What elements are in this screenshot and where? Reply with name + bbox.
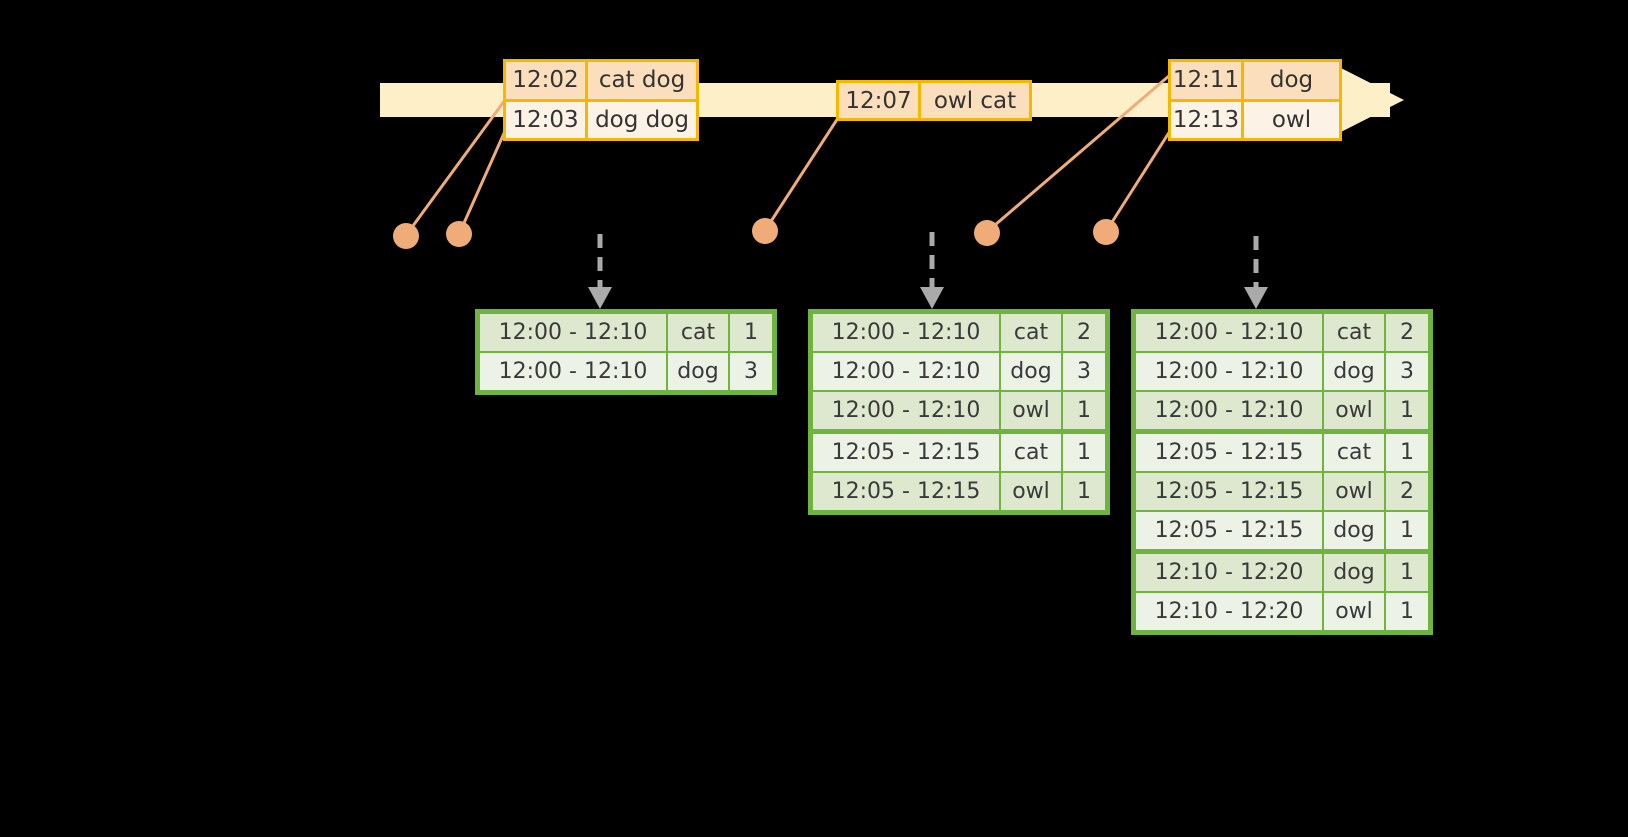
- cell-count: 1: [730, 314, 772, 351]
- record-dot: [752, 218, 778, 244]
- event-words: owl: [1244, 101, 1339, 138]
- record-dot: [1093, 219, 1119, 245]
- cell-window: 12:10 - 12:20: [1136, 593, 1322, 630]
- cell-window: 12:00 - 12:10: [1136, 353, 1322, 390]
- cell-word: dog: [1324, 512, 1384, 549]
- cell-word: dog: [668, 353, 728, 390]
- emit-arrows: [597, 232, 1259, 287]
- event-box-3[interactable]: 12:11 dog 12:13 owl: [1168, 59, 1342, 141]
- record-dot: [974, 220, 1000, 246]
- record-dot: [393, 223, 419, 249]
- cell-count: 1: [1386, 392, 1428, 429]
- cell-window: 12:00 - 12:10: [813, 314, 999, 351]
- cell-window: 12:00 - 12:10: [480, 314, 666, 351]
- cell-count: 1: [1386, 554, 1428, 591]
- event-row: 12:13 owl: [1171, 98, 1339, 138]
- cell-word: cat: [1324, 314, 1384, 351]
- window-group-separator: [812, 430, 1106, 433]
- cell-word: cat: [1324, 434, 1384, 471]
- cell-word: owl: [1001, 392, 1061, 429]
- window-group-separator: [1135, 430, 1429, 433]
- cell-count: 1: [1386, 593, 1428, 630]
- cell-window: 12:00 - 12:10: [813, 353, 999, 390]
- event-words: dog: [1244, 62, 1339, 99]
- cell-count: 1: [1063, 392, 1105, 429]
- cell-count: 3: [1063, 353, 1105, 390]
- cell-window: 12:00 - 12:10: [1136, 392, 1322, 429]
- cell-word: cat: [668, 314, 728, 351]
- cell-word: dog: [1324, 353, 1384, 390]
- cell-word: cat: [1001, 434, 1061, 471]
- cell-word: cat: [1001, 314, 1061, 351]
- event-row: 12:03 dog dog: [506, 98, 696, 138]
- cell-word: owl: [1324, 593, 1384, 630]
- event-time: 12:07: [839, 83, 921, 118]
- cell-window: 12:00 - 12:10: [1136, 314, 1322, 351]
- window-group-separator: [1135, 550, 1429, 553]
- cell-count: 1: [1386, 434, 1428, 471]
- event-box-1[interactable]: 12:02 cat dog 12:03 dog dog: [503, 59, 699, 141]
- event-time: 12:11: [1171, 62, 1244, 99]
- cell-count: 1: [1386, 512, 1428, 549]
- cell-window: 12:05 - 12:15: [813, 434, 999, 471]
- cell-window: 12:00 - 12:10: [813, 392, 999, 429]
- cell-window: 12:05 - 12:15: [813, 473, 999, 510]
- event-words: owl cat: [921, 83, 1029, 118]
- event-row: 12:07 owl cat: [839, 83, 1029, 118]
- event-words: dog dog: [588, 101, 696, 138]
- emit-arrowheads: [588, 287, 1268, 309]
- cell-word: owl: [1324, 473, 1384, 510]
- cell-count: 3: [730, 353, 772, 390]
- event-box-2[interactable]: 12:07 owl cat: [836, 80, 1032, 121]
- record-dot: [446, 221, 472, 247]
- event-row: 12:11 dog: [1171, 62, 1339, 99]
- cell-word: dog: [1324, 554, 1384, 591]
- event-words: cat dog: [588, 62, 696, 99]
- record-dots: [393, 218, 1119, 249]
- cell-count: 1: [1063, 434, 1105, 471]
- cell-window: 12:05 - 12:15: [1136, 473, 1322, 510]
- cell-window: 12:00 - 12:10: [480, 353, 666, 390]
- cell-word: owl: [1324, 392, 1384, 429]
- cell-count: 2: [1386, 473, 1428, 510]
- event-time: 12:13: [1171, 101, 1244, 138]
- cell-window: 12:10 - 12:20: [1136, 554, 1322, 591]
- cell-window: 12:05 - 12:15: [1136, 512, 1322, 549]
- cell-count: 2: [1063, 314, 1105, 351]
- cell-window: 12:05 - 12:15: [1136, 434, 1322, 471]
- cell-count: 2: [1386, 314, 1428, 351]
- cell-word: owl: [1001, 473, 1061, 510]
- event-time: 12:02: [506, 62, 588, 99]
- event-time: 12:03: [506, 101, 588, 138]
- cell-count: 3: [1386, 353, 1428, 390]
- cell-count: 1: [1063, 473, 1105, 510]
- event-row: 12:02 cat dog: [506, 62, 696, 99]
- cell-word: dog: [1001, 353, 1061, 390]
